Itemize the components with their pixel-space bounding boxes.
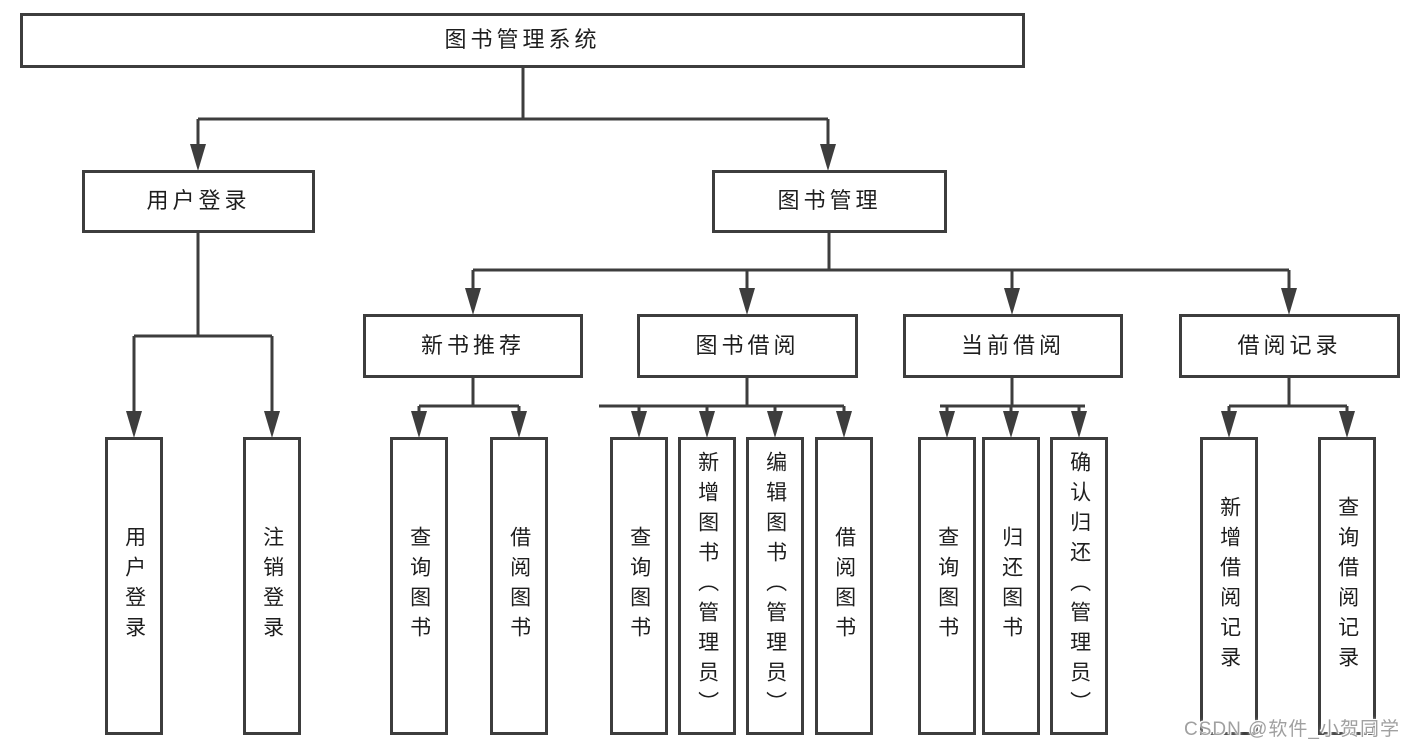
connector-borrowing-records-children	[1221, 378, 1355, 438]
node-nb-borrow-books: 借阅图书	[490, 437, 548, 735]
node-book-borrowing: 图书借阅	[637, 314, 858, 378]
connector-user-login-children	[126, 233, 280, 438]
node-br-add-record-label: 新增借阅记录	[1217, 496, 1241, 676]
node-bb-borrow-books-label: 借阅图书	[832, 526, 856, 646]
node-logout-label: 注销登录	[260, 526, 284, 646]
node-bb-borrow-books: 借阅图书	[815, 437, 873, 735]
node-cb-return-books-label: 归还图书	[999, 526, 1023, 646]
connector-book-management-to-level3	[465, 233, 1297, 315]
watermark: CSDN @软件_小贺同学	[1184, 719, 1400, 740]
node-cb-confirm-return-admin: 确认归还（管理员）	[1050, 437, 1108, 735]
node-bb-query-books-label: 查询图书	[627, 526, 651, 646]
node-root-label: 图书管理系统	[444, 27, 601, 53]
node-new-book-recommend: 新书推荐	[363, 314, 583, 378]
connector-book-borrowing-children	[599, 378, 852, 438]
node-book-management: 图书管理	[712, 170, 947, 233]
node-bb-edit-books-admin-label: 编辑图书（管理员）	[763, 451, 787, 721]
node-current-borrowing-label: 当前借阅	[960, 332, 1065, 358]
node-login-label: 用户登录	[122, 526, 146, 646]
node-book-borrowing-label: 图书借阅	[695, 332, 800, 358]
node-root: 图书管理系统	[20, 13, 1025, 68]
node-borrowing-records: 借阅记录	[1179, 314, 1400, 378]
node-login: 用户登录	[105, 437, 163, 735]
node-br-query-record: 查询借阅记录	[1318, 437, 1376, 735]
node-bb-edit-books-admin: 编辑图书（管理员）	[746, 437, 804, 735]
node-user-login: 用户登录	[82, 170, 315, 233]
connector-current-borrowing-children	[939, 378, 1087, 438]
node-nb-borrow-books-label: 借阅图书	[507, 526, 531, 646]
node-new-book-recommend-label: 新书推荐	[420, 332, 525, 358]
node-bb-add-books-admin-label: 新增图书（管理员）	[695, 451, 719, 721]
node-user-login-label: 用户登录	[146, 188, 251, 214]
node-cb-query-books-label: 查询图书	[935, 526, 959, 646]
node-borrowing-records-label: 借阅记录	[1237, 332, 1342, 358]
node-cb-return-books: 归还图书	[982, 437, 1040, 735]
node-br-add-record: 新增借阅记录	[1200, 437, 1258, 735]
node-book-management-label: 图书管理	[777, 188, 882, 214]
connector-new-book-recommend-children	[411, 378, 527, 438]
node-nb-query-books: 查询图书	[390, 437, 448, 735]
connector-root-to-level2	[190, 68, 836, 171]
node-current-borrowing: 当前借阅	[903, 314, 1123, 378]
node-nb-query-books-label: 查询图书	[407, 526, 431, 646]
node-cb-confirm-return-admin-label: 确认归还（管理员）	[1067, 451, 1091, 721]
node-bb-add-books-admin: 新增图书（管理员）	[678, 437, 736, 735]
node-cb-query-books: 查询图书	[918, 437, 976, 735]
node-br-query-record-label: 查询借阅记录	[1335, 496, 1359, 676]
node-bb-query-books: 查询图书	[610, 437, 668, 735]
node-logout: 注销登录	[243, 437, 301, 735]
